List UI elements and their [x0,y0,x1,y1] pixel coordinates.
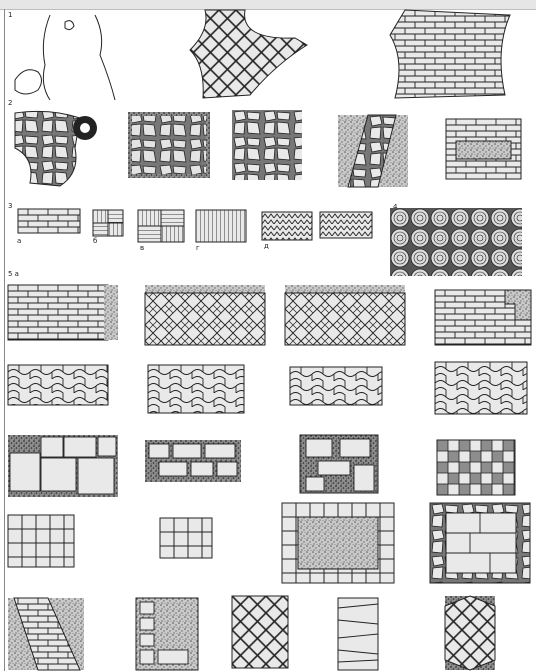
section-label-3: 3 [8,202,12,210]
wave-paver-panel-1 [8,365,108,405]
pattern-g-stack [196,210,246,242]
diagonal-grid-paving [185,10,310,98]
section-label-2: 2 [8,99,12,107]
pattern-d-herringbone [262,212,312,240]
pattern-v-basketweave [138,210,184,242]
checkerboard-panel [437,440,515,495]
stone-slab-path [232,110,302,180]
wave-paver-panel-3 [290,367,382,405]
pattern-b-basket [93,210,123,236]
path-outline-sketch [10,10,130,100]
grid-slab-panel [8,515,74,567]
brick-running-bond-panel [8,285,118,340]
curved-stone-path [338,115,408,187]
irregular-stone-paving [385,10,515,100]
left-frame-border [4,9,5,671]
sublabel-g: г [196,244,200,252]
brick-and-gravel-panel [446,119,521,179]
sublabel-v: в [140,244,144,252]
pattern-a-running-bond [18,209,80,233]
top-toolbar-strip [0,0,536,10]
wave-paver-panel-2 [148,365,244,413]
tapered-slab-strip [338,598,378,670]
crazy-paving-bordered-slabs [430,503,530,583]
slabs-in-dark-gravel [300,435,378,493]
log-round-paving [390,208,522,276]
mixed-slab-gravel-panel [145,440,241,482]
pattern-herringbone-2 [320,212,372,238]
herringbone-panel-2 [285,285,405,345]
large-brick-with-gravel [435,290,531,345]
sublabel-b: б [93,237,97,245]
bordered-gravel-court [282,503,394,583]
puzzle-paver-panel [435,362,527,414]
diamond-lattice-panel [232,596,288,668]
stepping-slabs-gravel [136,598,198,670]
sublabel-d: д [264,242,269,250]
flagstone-with-shrub [10,108,100,188]
diagonal-brick-strip [8,598,84,670]
section-label-5a: 5 a [8,270,19,278]
flagstone-in-gravel [128,112,210,178]
small-grid-panel [160,518,212,558]
diamond-strip-panel [445,596,495,670]
sublabel-a: a [17,237,21,245]
large-slab-panel [8,435,118,497]
herringbone-panel-1 [145,285,265,345]
